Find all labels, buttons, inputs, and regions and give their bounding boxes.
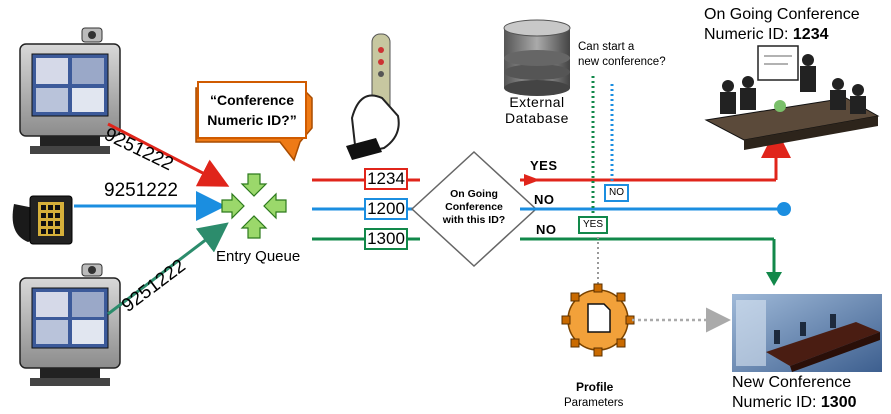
profile-title: Profile: [576, 380, 614, 394]
decision-line1: On Going: [450, 188, 498, 200]
conference-id-box-blue: 1200: [364, 198, 408, 220]
new-conference-room-image: [732, 294, 882, 372]
decision-line3: with this ID?: [442, 214, 506, 226]
dial-number-middle: 9251222: [104, 180, 178, 201]
ongoing-conference-title: On Going Conference: [704, 6, 860, 23]
decision-diamond: [410, 150, 538, 268]
database-question: Can start a new conference?: [578, 40, 666, 70]
db-answer-no: NO: [604, 184, 629, 202]
response-no-blue: NO: [534, 192, 555, 207]
profile-subtitle: Parameters: [564, 397, 624, 409]
conference-id-box-red: 1234: [364, 168, 408, 190]
database-label: External Database: [498, 94, 576, 126]
decision-line2: Conference: [445, 201, 503, 213]
database-label-line2: Database: [505, 110, 569, 126]
speech-bubble-line2: Numeric ID?”: [207, 112, 297, 128]
speech-bubble-line1: “Conference: [209, 92, 295, 108]
new-conference-id: Numeric ID: 1300: [732, 394, 857, 412]
new-conference-id-value: 1300: [820, 394, 857, 411]
database-question-line2: new conference?: [578, 56, 666, 68]
remote-control-hand-icon: [346, 33, 400, 160]
profile-parameters-icon: [561, 283, 635, 357]
conference-id-box-green: 1300: [364, 228, 408, 250]
database-question-line1: Can start a: [578, 41, 635, 53]
video-endpoint-bottom-icon: [19, 263, 121, 386]
new-conference-id-label: Numeric ID:: [732, 394, 821, 411]
ongoing-conference-id: Numeric ID: 1234: [704, 26, 829, 44]
db-answer-yes: YES: [578, 216, 609, 234]
new-conference-title: New Conference: [732, 374, 852, 391]
ongoing-conference-illustration: [704, 45, 880, 150]
external-database-icon: [503, 19, 571, 96]
entry-queue-icon: [221, 173, 287, 239]
entry-queue-label: Entry Queue: [216, 248, 301, 265]
database-label-line1: External: [509, 94, 565, 110]
response-yes: YES: [530, 158, 558, 173]
decision-question: On Going Conference with this ID?: [420, 188, 528, 227]
ongoing-conference-id-value: 1234: [792, 26, 829, 43]
speech-bubble-text: “Conference Numeric ID?”: [200, 90, 304, 130]
response-no-green: NO: [536, 222, 557, 237]
ongoing-conference-id-label: Numeric ID:: [704, 26, 793, 43]
video-endpoint-top-icon: [19, 27, 121, 154]
phone-endpoint-icon: [12, 195, 73, 245]
speech-bubble-shape: [195, 81, 313, 162]
